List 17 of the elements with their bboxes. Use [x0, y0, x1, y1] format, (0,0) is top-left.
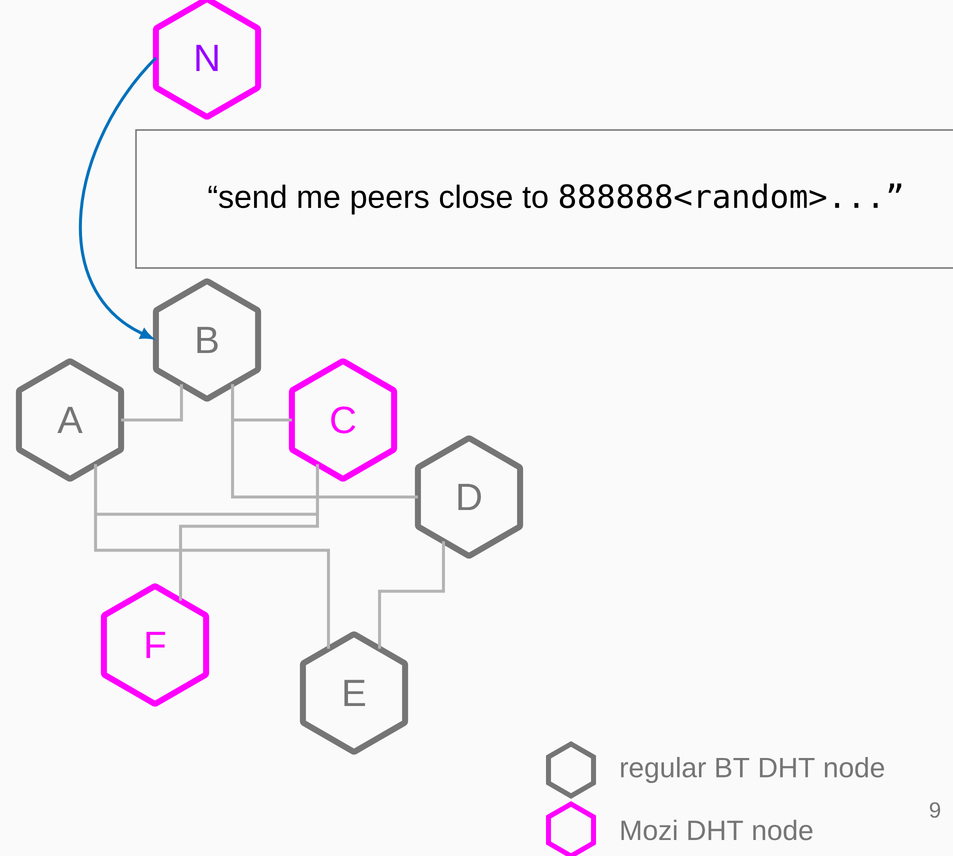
connector-line	[179, 464, 319, 601]
page-number: 9	[930, 802, 940, 818]
node-hexagon: B	[152, 278, 262, 402]
mozi-node-hexagon: F	[100, 583, 210, 707]
legend-text: regular BT DHT node	[621, 756, 884, 784]
message-box: “send me peers close to 888888<random>...”	[135, 129, 953, 269]
connector-line	[121, 384, 183, 422]
connector-line	[378, 541, 445, 649]
arrow	[79, 56, 158, 340]
node-hexagon: A	[16, 358, 124, 482]
node-hexagon: E	[300, 631, 408, 755]
connector-line	[231, 384, 418, 498]
legend-text: Mozi DHT node	[622, 820, 812, 840]
mozi-node-hexagon: N	[152, 0, 262, 120]
connector-line	[94, 464, 330, 649]
mozi-node-hexagon: C	[288, 358, 398, 482]
node-hexagon: D	[414, 435, 524, 559]
